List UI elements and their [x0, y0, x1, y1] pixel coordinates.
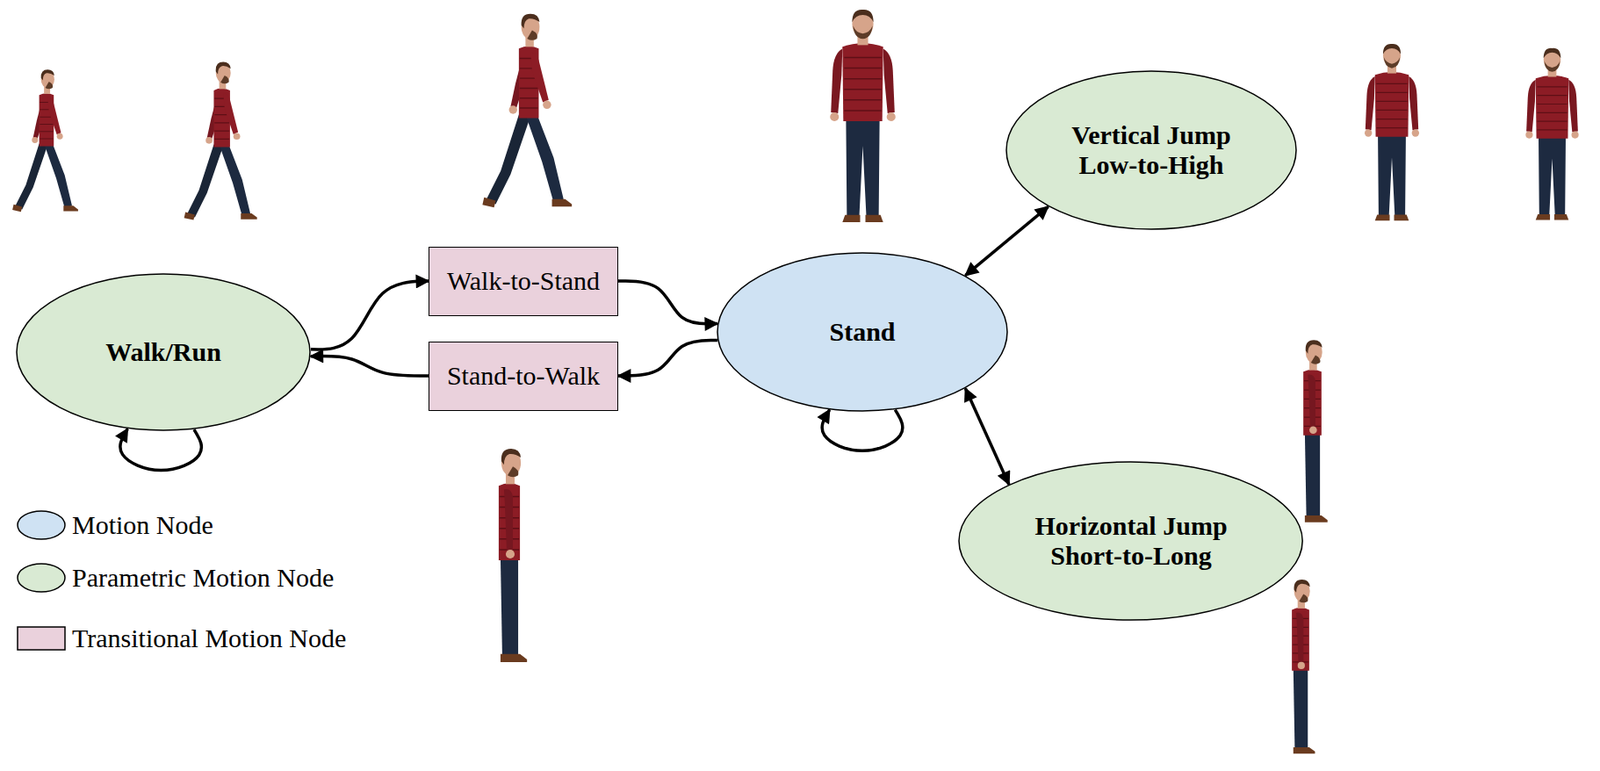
legend-entry: Motion Node	[15, 507, 214, 543]
node-outline	[16, 273, 310, 431]
person-figure	[1364, 43, 1420, 221]
node-label: Walk/Run	[105, 337, 222, 368]
node-label: Stand-to-Walk	[446, 360, 600, 392]
node-label: Stand	[828, 317, 895, 348]
person-figure	[1303, 339, 1328, 523]
legend-label: Motion Node	[72, 510, 214, 541]
transition-arrow	[965, 206, 1048, 275]
transition-arrow	[618, 281, 718, 325]
transition-arrow	[310, 356, 429, 376]
legend-swatch	[17, 511, 65, 540]
legend-swatch	[17, 563, 65, 592]
legend-entry: Parametric Motion Node	[15, 560, 334, 596]
node-outline	[958, 461, 1303, 620]
transition-arrow	[310, 281, 429, 350]
node-label: Horizontal Jump Short-to-Long	[1016, 511, 1246, 572]
parametric-motion-node: Vertical Jump Low-to-High	[1005, 70, 1298, 231]
person-figure	[1291, 579, 1315, 754]
transition-arrow	[965, 388, 1010, 484]
motion-node: Stand	[716, 252, 1009, 412]
transition-box: Stand-to-Walk	[428, 341, 619, 411]
legend-swatch	[15, 507, 67, 543]
node-outline	[717, 252, 1008, 411]
person-figure	[482, 14, 572, 209]
transition-arrow	[618, 340, 718, 376]
transition-arrow	[821, 410, 903, 452]
legend-label: Transitional Motion Node	[72, 623, 346, 655]
parametric-motion-node: Walk/Run	[15, 273, 311, 432]
legend-swatch	[15, 560, 67, 596]
person-figure	[498, 448, 527, 663]
person-figure	[829, 9, 896, 223]
person-figure	[184, 62, 258, 221]
transition-arrow	[120, 428, 202, 470]
node-label: Vertical Jump Low-to-High	[1063, 120, 1240, 181]
parametric-motion-node: Horizontal Jump Short-to-Long	[958, 461, 1304, 621]
legend-swatch	[17, 627, 65, 650]
legend-swatch	[15, 620, 67, 656]
node-outline	[1006, 71, 1297, 230]
transition-box: Walk-to-Stand	[428, 246, 619, 317]
legend-entry: Transitional Motion Node	[15, 620, 346, 656]
legend-label: Parametric Motion Node	[72, 562, 334, 594]
person-figure	[12, 69, 79, 212]
person-figure	[1525, 48, 1579, 221]
node-label: Walk-to-Stand	[446, 266, 600, 297]
